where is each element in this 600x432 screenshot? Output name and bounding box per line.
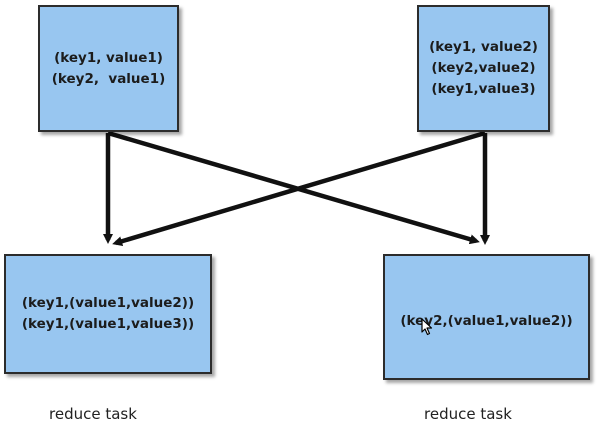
kv-line: (key2, value1) bbox=[51, 70, 166, 87]
map-output-box-1: (key1, value1) (key2, value1) bbox=[38, 5, 179, 132]
reduce-task-label-2: reduce task bbox=[424, 405, 512, 423]
arrow-map1-to-reduce2 bbox=[107, 130, 480, 245]
kv-line: (key1, value1) bbox=[54, 49, 163, 66]
kv-line: (key1, value2) bbox=[429, 39, 538, 55]
kv-line: (key2,value2) bbox=[431, 60, 536, 76]
kv-line: (key1,(value1,value2)) bbox=[21, 295, 195, 311]
reduce-input-box-2: (key2,(value1,value2)) bbox=[383, 254, 590, 380]
arrow-map2-to-reduce1 bbox=[112, 130, 486, 247]
reduce-task-label-1: reduce task bbox=[49, 405, 137, 423]
kv-line: (key1,value3) bbox=[431, 81, 536, 97]
reduce-input-box-1: (key1,(value1,value2)) (key1,(value1,val… bbox=[4, 254, 212, 374]
kv-line: (key2,(value1,value2)) bbox=[400, 312, 573, 329]
mouse-pointer-icon bbox=[421, 318, 433, 336]
kv-line: (key1,(value1,value3)) bbox=[21, 316, 195, 332]
map-output-box-2: (key1, value2) (key2,value2) (key1,value… bbox=[417, 5, 550, 132]
